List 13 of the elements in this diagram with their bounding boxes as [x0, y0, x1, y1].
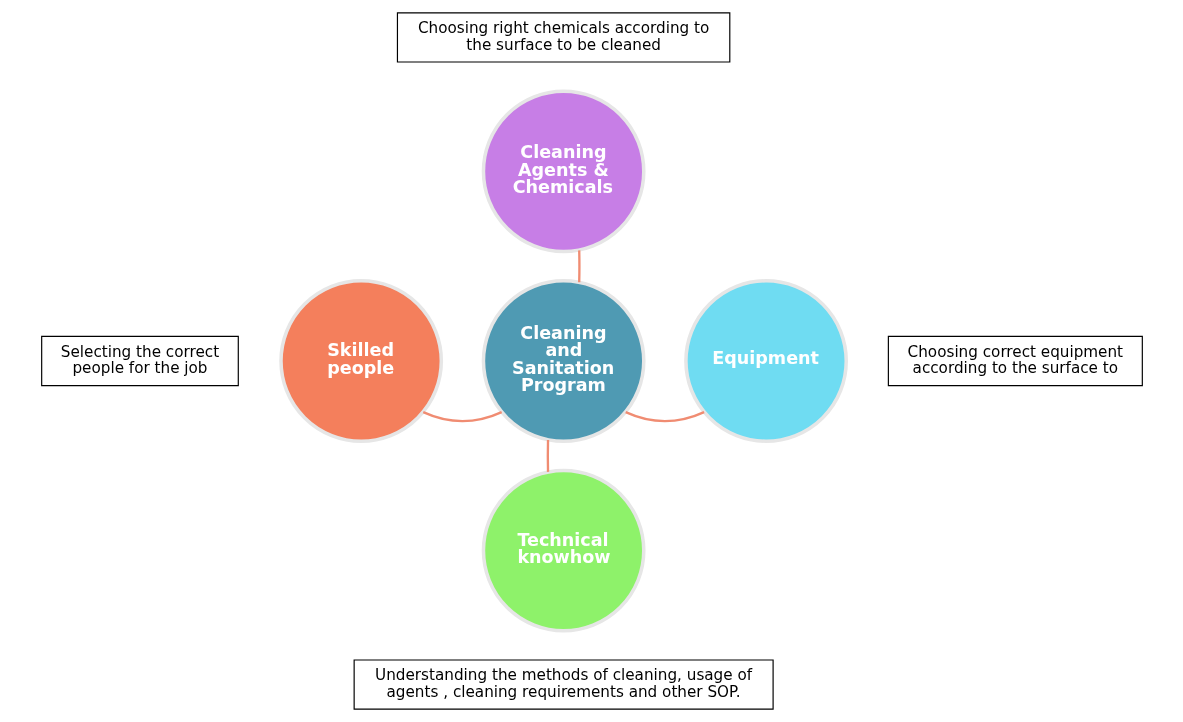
node-circle: Cleaning and Sanitation Program [481, 279, 646, 443]
node-box: Choosing correct equipment according to the surface to [887, 335, 1143, 387]
node-circle: Skilled people [278, 279, 443, 443]
node-box: Choosing right chemicals according to the surface to be cleaned [396, 12, 730, 63]
connector [577, 250, 581, 283]
node-circle: Technical knowhow [481, 468, 646, 633]
node-box: Selecting the correct people for the job [40, 335, 239, 387]
node-box: Understanding the methods of cleaning, usage of agents , cleaning requirements and other SOP. [353, 659, 774, 710]
node-circle: Cleaning Agents & Chemicals [481, 89, 646, 254]
node-circle: Equipment [683, 279, 848, 443]
connector [546, 439, 549, 472]
connector [624, 411, 705, 423]
connector [422, 411, 502, 423]
